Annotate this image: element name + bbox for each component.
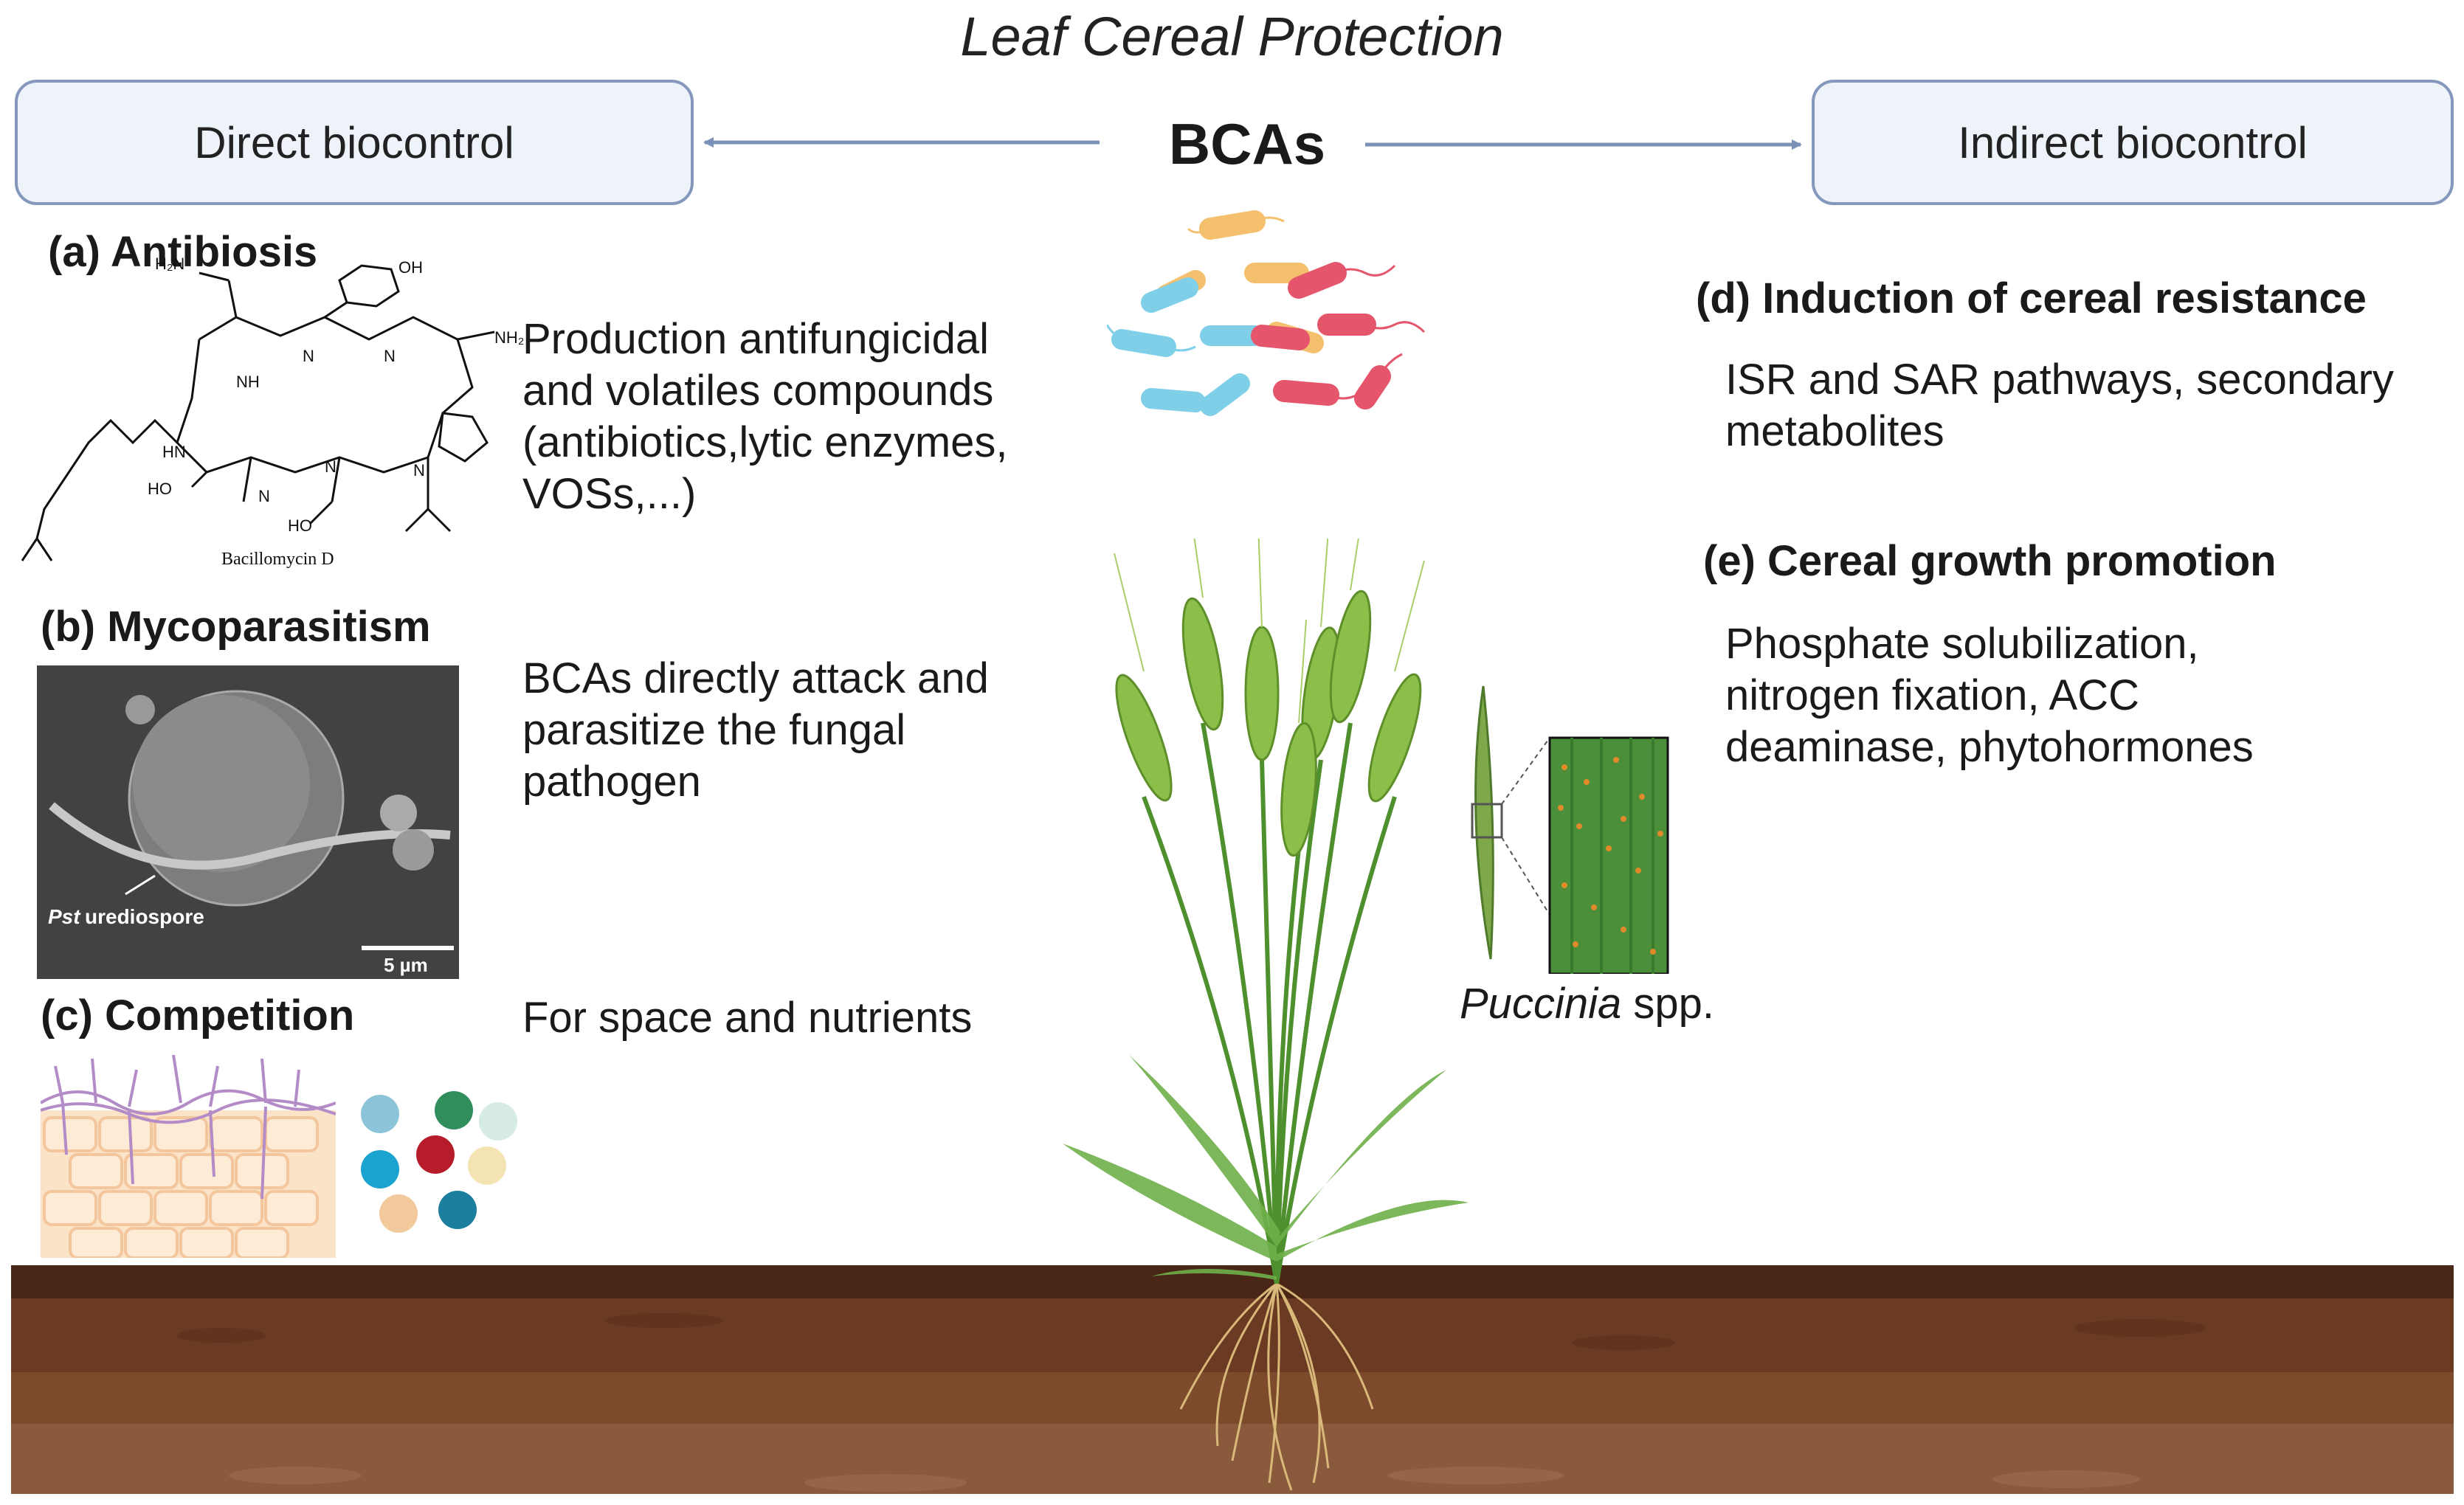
svg-text:HN: HN	[162, 443, 186, 461]
induction-text: ISR and SAR pathways, secondary metaboli…	[1725, 354, 2394, 457]
mycoparasitism-line: parasitize the fungal	[522, 706, 906, 754]
svg-text:N: N	[303, 347, 314, 365]
mycoparasitism-text: BCAs directly attack and parasitize the …	[522, 653, 989, 808]
direct-biocontrol-box: Direct biocontrol	[15, 80, 694, 205]
soil-layers	[11, 1265, 2454, 1494]
growth-promotion-line: Phosphate solubilization,	[1725, 620, 2199, 668]
sem-micrograph: Pst urediospore 5 µm	[37, 665, 459, 979]
svg-text:N: N	[325, 457, 337, 476]
svg-text:OH: OH	[398, 258, 423, 277]
growth-promotion-text: Phosphate solubilization, nitrogen fixat…	[1725, 618, 2254, 773]
mycoparasitism-line: pathogen	[522, 758, 701, 806]
nutrient-spheres	[361, 1091, 517, 1233]
indirect-biocontrol-label: Indirect biocontrol	[1958, 117, 2308, 167]
antibiosis-line: and volatiles compounds	[522, 367, 994, 415]
molecule-name: Bacillomycin D	[221, 550, 334, 569]
bcas-label: BCAs	[1168, 111, 1326, 176]
svg-text:N: N	[384, 347, 396, 365]
scale-bar-label: 5 µm	[384, 954, 428, 976]
svg-text:N: N	[258, 487, 270, 505]
pathogen-label: Puccinia spp.	[1460, 979, 1714, 1028]
competition-line: For space and nutrients	[522, 994, 973, 1042]
antibiosis-line: VOSs,...)	[522, 470, 697, 518]
indirect-biocontrol-box: Indirect biocontrol	[1812, 80, 2454, 205]
pathogen-genus: Puccinia	[1460, 980, 1622, 1028]
heading-competition: (c) Competition	[41, 992, 355, 1039]
heading-mycoparasitism: (b) Mycoparasitism	[41, 603, 431, 651]
heading-growth-promotion: (e) Cereal growth promotion	[1703, 537, 2277, 585]
svg-text:HO: HO	[148, 480, 172, 498]
micrograph-label: urediospore	[85, 905, 204, 928]
leaf-tissue-illustration	[41, 1054, 336, 1258]
induction-line: metabolites	[1725, 407, 1944, 455]
figure-title: Leaf Cereal Protection	[960, 6, 1504, 67]
svg-text:NH₂: NH₂	[494, 328, 524, 347]
mycoparasitism-line: BCAs directly attack and	[522, 654, 989, 702]
growth-promotion-line: nitrogen fixation, ACC	[1725, 671, 2139, 719]
direct-biocontrol-label: Direct biocontrol	[194, 117, 514, 167]
svg-text:H₂N: H₂N	[155, 255, 184, 273]
svg-text:NH: NH	[236, 373, 260, 391]
heading-induction: (d) Induction of cereal resistance	[1696, 274, 2367, 322]
antibiosis-line: (antibiotics,lytic enzymes,	[522, 418, 1008, 466]
micrograph-label-italic: Pst	[48, 905, 81, 928]
competition-text: For space and nutrients	[522, 992, 972, 1044]
antibiosis-line: Production antifungicidal	[522, 315, 989, 363]
wheat-plant	[1063, 539, 1469, 1491]
infected-leaf-illustration	[1471, 685, 1669, 974]
svg-text:HO: HO	[288, 516, 312, 535]
bacillomycin-structure: H₂N OH NH₂ NH N N HN HO N N N HO Bacillomycin …	[21, 255, 524, 569]
bacteria-cluster	[1107, 210, 1426, 416]
induction-line: ISR and SAR pathways, secondary	[1725, 356, 2394, 404]
pathogen-suffix: spp.	[1621, 980, 1714, 1028]
antibiosis-text: Production antifungicidal and volatiles …	[522, 314, 1008, 520]
svg-text:N: N	[413, 461, 425, 480]
heading-antibiosis: (a) Antibiosis	[48, 228, 318, 276]
growth-promotion-line: deaminase, phytohormones	[1725, 723, 2254, 771]
